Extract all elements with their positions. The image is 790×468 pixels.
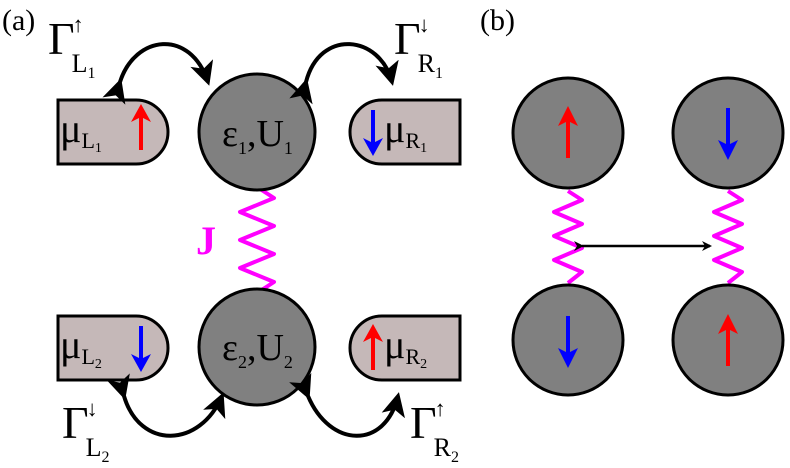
- svg-text:μR2: μR2: [384, 322, 427, 372]
- svg-text:ε2,U2: ε2,U2: [222, 327, 293, 372]
- rate-label-L1: Γ↑L1: [48, 12, 95, 82]
- tunneling-arrow-R2: [289, 372, 405, 438]
- spin-up-arrow-b-bottom-right: [718, 314, 738, 366]
- rate-label-R1: Γ↓R1: [394, 12, 443, 82]
- rate-label-L2: Γ↓L2: [62, 396, 109, 463]
- tunneling-arrow-L2: [106, 373, 226, 438]
- coupling-spring-b-right: [712, 189, 744, 285]
- spin-up-arrow-b-top-left: [558, 106, 578, 158]
- panel-b-label: (b): [480, 4, 515, 37]
- rate-label-R2: Γ↑R2: [410, 396, 459, 463]
- spin-down-arrow-b-bottom-left: [558, 316, 578, 368]
- coupling-spring-a: [238, 185, 276, 295]
- lead-L1: μL1: [56, 98, 170, 166]
- tunneling-arrow-L1: [102, 42, 214, 105]
- lead-R2: μR2: [348, 314, 462, 382]
- svg-text:μR1: μR1: [384, 106, 427, 156]
- tunneling-arrow-R1: [289, 42, 399, 105]
- coupling-label: J: [196, 218, 216, 263]
- dot-2: ε2,U2: [197, 287, 317, 407]
- svg-text:μL2: μL2: [60, 322, 102, 372]
- lead-R1: μR1: [348, 98, 462, 166]
- svg-text:μL1: μL1: [60, 106, 102, 156]
- spin-down-arrow-b-top-right: [718, 108, 738, 160]
- dot-1: ε1,U1: [197, 72, 317, 192]
- panel-a-label: (a): [2, 4, 35, 37]
- lead-L2: μL2: [56, 314, 170, 382]
- svg-text:ε1,U1: ε1,U1: [222, 113, 293, 158]
- coupling-spring-b-left: [552, 189, 584, 285]
